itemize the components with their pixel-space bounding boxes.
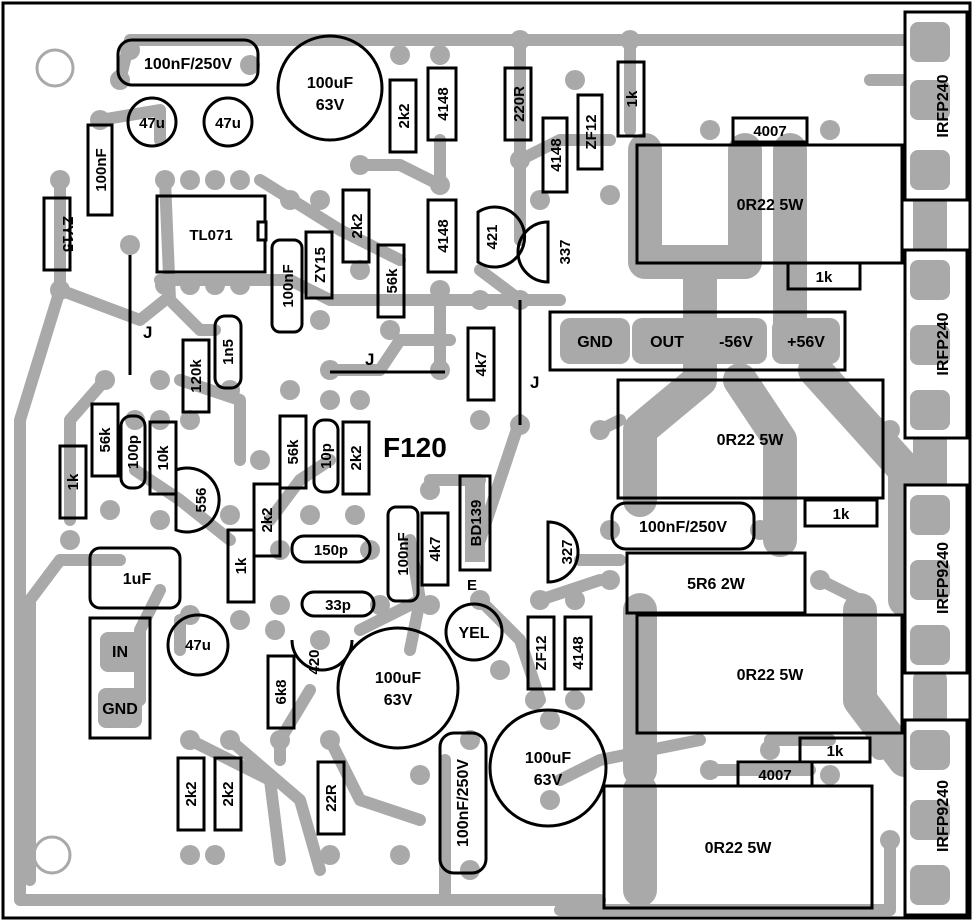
- jumper-label-2: J: [365, 350, 374, 369]
- label-r-56k-mid: 56k: [384, 268, 401, 294]
- mounting-holes: [32, 48, 75, 875]
- label-r-120k: 120k: [188, 359, 205, 393]
- label-r-5r6: 5R6 2W: [687, 576, 746, 593]
- label-c-100p: 100p: [125, 435, 142, 469]
- label-c-1n5: 1n5: [220, 339, 237, 365]
- label-c-elec-low-1: 100uF: [525, 750, 571, 767]
- jumpers: [128, 255, 522, 425]
- label-r-1k-e: 1k: [827, 743, 844, 760]
- label-q-337: 337: [557, 239, 574, 264]
- label-r-1k-b: 1k: [816, 269, 833, 286]
- label-c-top-film: 100nF/250V: [144, 56, 232, 73]
- label-terminal-gnd: GND: [577, 334, 613, 351]
- label-r-2k2-f: 2k2: [220, 781, 237, 806]
- label-c-film-low: 100nF/250V: [455, 759, 472, 847]
- label-r-2k2-mid: 2k2: [349, 213, 366, 238]
- label-c-100nf-mid: 100nF: [280, 264, 297, 307]
- label-led-yel: YEL: [458, 625, 489, 642]
- label-q-420: 420: [306, 649, 323, 674]
- label-c-top-elec-2: 63V: [316, 97, 345, 114]
- board-title: F120: [383, 432, 447, 463]
- label-r-10k: 10k: [155, 445, 172, 471]
- label-d-4148-low: 4148: [570, 636, 587, 669]
- label-q-556: 556: [193, 487, 210, 512]
- label-input-in: IN: [112, 644, 128, 661]
- label-r-56k-b: 56k: [285, 439, 302, 465]
- label-r-0r22-c: 0R22 5W: [737, 667, 805, 684]
- label-c-150p: 150p: [314, 542, 348, 559]
- label-input-gnd: GND: [102, 701, 138, 718]
- label-terminal-pos56: +56V: [787, 334, 825, 351]
- label-q-bd139: BD139: [468, 500, 485, 547]
- label-r-0r22-a: 0R22 5W: [737, 197, 805, 214]
- label-c-film-mid: 100nF/250V: [639, 519, 727, 536]
- pads: [50, 30, 900, 880]
- jumper-label-3: J: [530, 373, 539, 392]
- label-r-22r: 22R: [323, 784, 340, 812]
- label-irfp9240-b: IRFP9240: [935, 780, 952, 852]
- label-r-1k-left: 1k: [65, 473, 82, 490]
- label-z-zy15-left: ZY15: [59, 216, 76, 252]
- component-labels: 100nF/250V 100uF 63V 47u 47u 2k2 4148 22…: [59, 56, 952, 857]
- label-r-0r22-b: 0R22 5W: [717, 432, 785, 449]
- component-outlines: [42, 34, 904, 910]
- label-d-4148-a: 4148: [435, 87, 452, 120]
- label-c-47u-a: 47u: [139, 115, 165, 132]
- label-z-zy15-mid: ZY15: [312, 247, 329, 283]
- label-irfp9240-a: IRFP9240: [935, 542, 952, 614]
- label-c-elec-mid-1: 100uF: [375, 670, 421, 687]
- label-c-33p: 33p: [325, 597, 351, 614]
- label-terminal-neg56: -56V: [719, 334, 753, 351]
- label-q-421: 421: [484, 224, 501, 249]
- label-c-top-elec-1: 100uF: [307, 75, 353, 92]
- label-c-1uf: 1uF: [123, 571, 152, 588]
- label-r-4k7-low: 4k7: [427, 536, 444, 561]
- label-r-1k-top: 1k: [624, 90, 641, 107]
- label-r-56k-left: 56k: [97, 427, 114, 453]
- label-c-100nf-low: 100nF: [395, 532, 412, 575]
- label-irfp240-b: IRFP240: [935, 312, 952, 375]
- label-r-4k7-mid: 4k7: [473, 351, 490, 376]
- label-z-zf12-top: ZF12: [583, 114, 600, 149]
- label-ic-tl071: TL071: [189, 227, 232, 244]
- label-r-6k8: 6k8: [273, 679, 290, 704]
- label-r-2k2-c: 2k2: [348, 445, 365, 470]
- label-r-2k2-e: 2k2: [183, 781, 200, 806]
- label-z-zf12-low: ZF12: [533, 635, 550, 670]
- label-r-220r: 220R: [511, 86, 528, 122]
- label-c-47u-b: 47u: [215, 115, 241, 132]
- label-irfp240-a: IRFP240: [935, 74, 952, 137]
- label-r-0r22-d: 0R22 5W: [705, 840, 773, 857]
- label-d-4148-c: 4148: [548, 138, 565, 171]
- label-c-47u-c: 47u: [185, 637, 211, 654]
- label-r-2k2-top: 2k2: [396, 103, 413, 128]
- jumper-label-1: J: [143, 323, 152, 342]
- label-c-100nf-left: 100nF: [93, 148, 110, 191]
- label-r-1k-d: 1k: [833, 506, 850, 523]
- output-transistors: [903, 10, 969, 917]
- label-r-1k-c: 1k: [233, 557, 250, 574]
- label-c-10p: 10p: [318, 443, 335, 469]
- label-r-2k2-d: 2k2: [259, 507, 276, 532]
- terminal-pads: [98, 318, 840, 728]
- label-d-4007-top: 4007: [753, 123, 786, 140]
- label-c-elec-low-2: 63V: [534, 772, 563, 789]
- label-q-327: 327: [559, 539, 576, 564]
- label-d-4007-low: 4007: [758, 767, 791, 784]
- emitter-label: E: [467, 577, 477, 594]
- label-c-elec-mid-2: 63V: [384, 692, 413, 709]
- label-d-4148-b: 4148: [435, 219, 452, 252]
- label-terminal-out: OUT: [650, 334, 684, 351]
